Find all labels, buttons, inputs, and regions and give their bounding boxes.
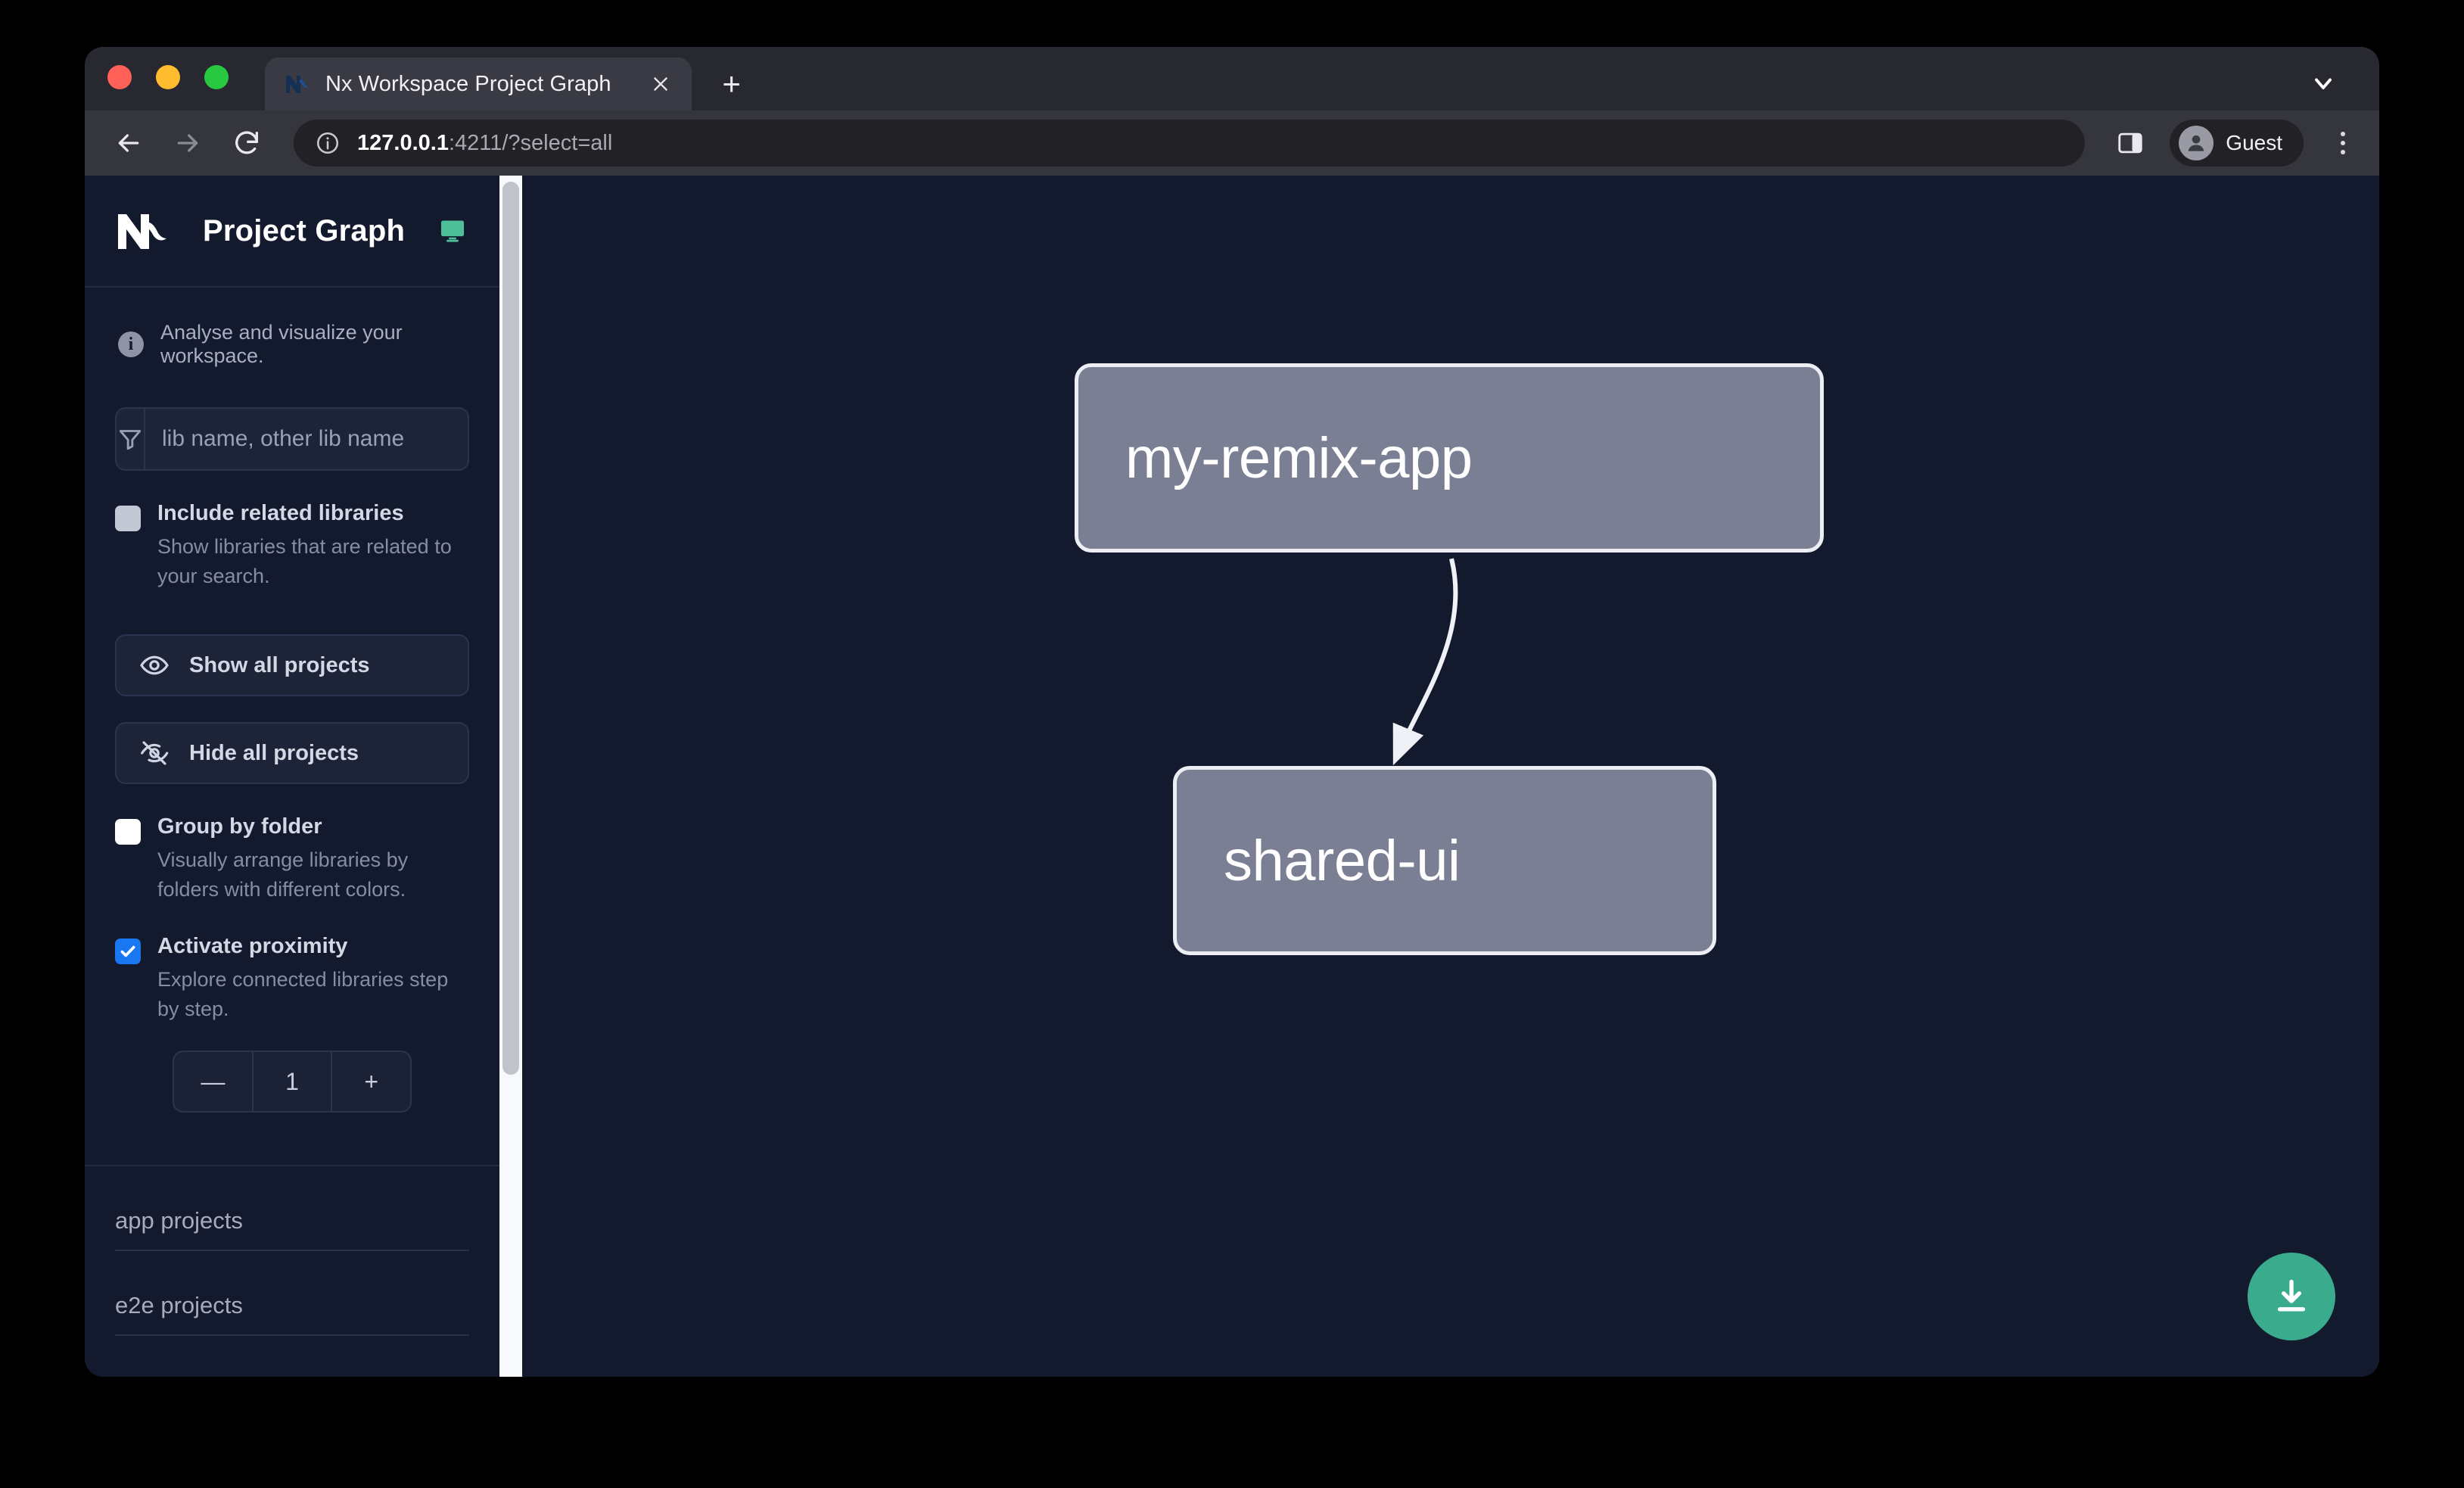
- increment-button[interactable]: +: [331, 1052, 410, 1111]
- option-include-related-libraries[interactable]: Include related libraries Show libraries…: [115, 501, 469, 590]
- search-input[interactable]: [145, 409, 471, 469]
- graph-node-my-remix-app[interactable]: my-remix-app: [1075, 363, 1824, 553]
- profile-chip[interactable]: Guest: [2170, 120, 2304, 167]
- monitor-icon[interactable]: [438, 216, 467, 245]
- option-group-by-folder[interactable]: Group by folder Visually arrange librari…: [115, 814, 469, 904]
- page-content: Project Graph i Analyse and visualize yo…: [85, 176, 2379, 1377]
- option-label: Activate proximity: [157, 934, 348, 958]
- decrement-button[interactable]: —: [201, 1067, 226, 1095]
- address-bar[interactable]: 127.0.0.1:4211/?select=all: [294, 120, 2086, 167]
- minimize-window-button[interactable]: [156, 65, 180, 89]
- arrow-left-icon[interactable]: [110, 125, 147, 161]
- button-label: Show all projects: [189, 652, 370, 677]
- option-label: Include related libraries: [157, 501, 404, 525]
- checkbox-group-by-folder[interactable]: [115, 819, 141, 845]
- stepper-value: 1: [251, 1052, 331, 1111]
- url-path: :4211/?select=all: [448, 130, 613, 155]
- browser-tab[interactable]: Nx Workspace Project Graph: [265, 58, 692, 111]
- divider: [85, 1165, 499, 1166]
- url-host: 127.0.0.1: [357, 130, 449, 155]
- sidebar-header: Project Graph: [85, 176, 499, 288]
- maximize-window-button[interactable]: [204, 65, 229, 89]
- profile-name: Guest: [2226, 131, 2282, 154]
- check-icon: [120, 945, 135, 957]
- download-graph-button[interactable]: [2248, 1253, 2335, 1340]
- sidebar-scrollbar[interactable]: [499, 176, 522, 1377]
- sidebar-sections: app projects e2e projects: [85, 1165, 499, 1377]
- close-icon[interactable]: [646, 70, 675, 98]
- close-window-button[interactable]: [107, 65, 132, 89]
- section-e2e-projects[interactable]: e2e projects: [115, 1292, 469, 1336]
- checkbox-activate-proximity[interactable]: [115, 939, 141, 964]
- info-icon: i: [118, 332, 144, 357]
- project-graph-canvas[interactable]: my-remix-app shared-ui: [522, 176, 2379, 1377]
- kebab-menu-icon[interactable]: [2326, 126, 2360, 160]
- checkbox-include-related-libraries[interactable]: [115, 506, 141, 531]
- sidebar: Project Graph i Analyse and visualize yo…: [85, 176, 522, 1377]
- person-icon: [2179, 126, 2214, 160]
- side-panel-icon[interactable]: [2114, 126, 2147, 160]
- filter-funnel-icon: [117, 409, 145, 469]
- tagline-text: Analyse and visualize your workspace.: [160, 321, 403, 367]
- button-label: Hide all projects: [189, 740, 359, 765]
- new-tab-button[interactable]: +: [722, 66, 741, 101]
- nx-logo-icon: [115, 210, 177, 252]
- chevron-down-icon[interactable]: [2308, 68, 2338, 98]
- tab-title: Nx Workspace Project Graph: [325, 71, 611, 96]
- eye-icon: [140, 655, 169, 675]
- option-description: Show libraries that are related to your …: [157, 535, 452, 587]
- edge-my-remix-app-to-shared-ui: [1392, 558, 1458, 766]
- option-label: Group by folder: [157, 814, 322, 839]
- reload-icon[interactable]: [229, 125, 265, 161]
- option-activate-proximity[interactable]: Activate proximity Explore connected lib…: [115, 934, 469, 1023]
- info-circle-icon[interactable]: [315, 130, 341, 156]
- hide-all-projects-button[interactable]: Hide all projects: [115, 722, 469, 784]
- option-description: Explore connected libraries step by step…: [157, 968, 449, 1020]
- tab-strip: Nx Workspace Project Graph +: [85, 47, 2379, 111]
- search-filter-box[interactable]: [115, 407, 471, 471]
- address-bar-url: 127.0.0.1:4211/?select=all: [357, 131, 612, 156]
- nx-logo-icon: [285, 73, 310, 95]
- graph-node-shared-ui[interactable]: shared-ui: [1173, 766, 1716, 955]
- option-description: Visually arrange libraries by folders wi…: [157, 848, 409, 901]
- scrollbar-thumb[interactable]: [502, 182, 519, 1075]
- page-title: Project Graph: [203, 213, 406, 247]
- section-app-projects[interactable]: app projects: [115, 1207, 469, 1251]
- show-all-projects-button[interactable]: Show all projects: [115, 634, 469, 696]
- node-label: my-remix-app: [1125, 425, 1473, 490]
- download-icon: [2277, 1279, 2306, 1312]
- window-controls: [107, 47, 229, 111]
- node-label: shared-ui: [1224, 828, 1461, 893]
- browser-window: Nx Workspace Project Graph +: [85, 47, 2379, 1377]
- proximity-stepper: — 1 +: [173, 1051, 412, 1113]
- arrow-right-icon[interactable]: [170, 125, 206, 161]
- eye-off-icon: [141, 741, 169, 765]
- browser-toolbar: 127.0.0.1:4211/?select=all Guest: [85, 111, 2379, 176]
- sidebar-body: Include related libraries Show libraries…: [85, 368, 499, 1135]
- sidebar-tagline: i Analyse and visualize your workspace.: [85, 288, 499, 368]
